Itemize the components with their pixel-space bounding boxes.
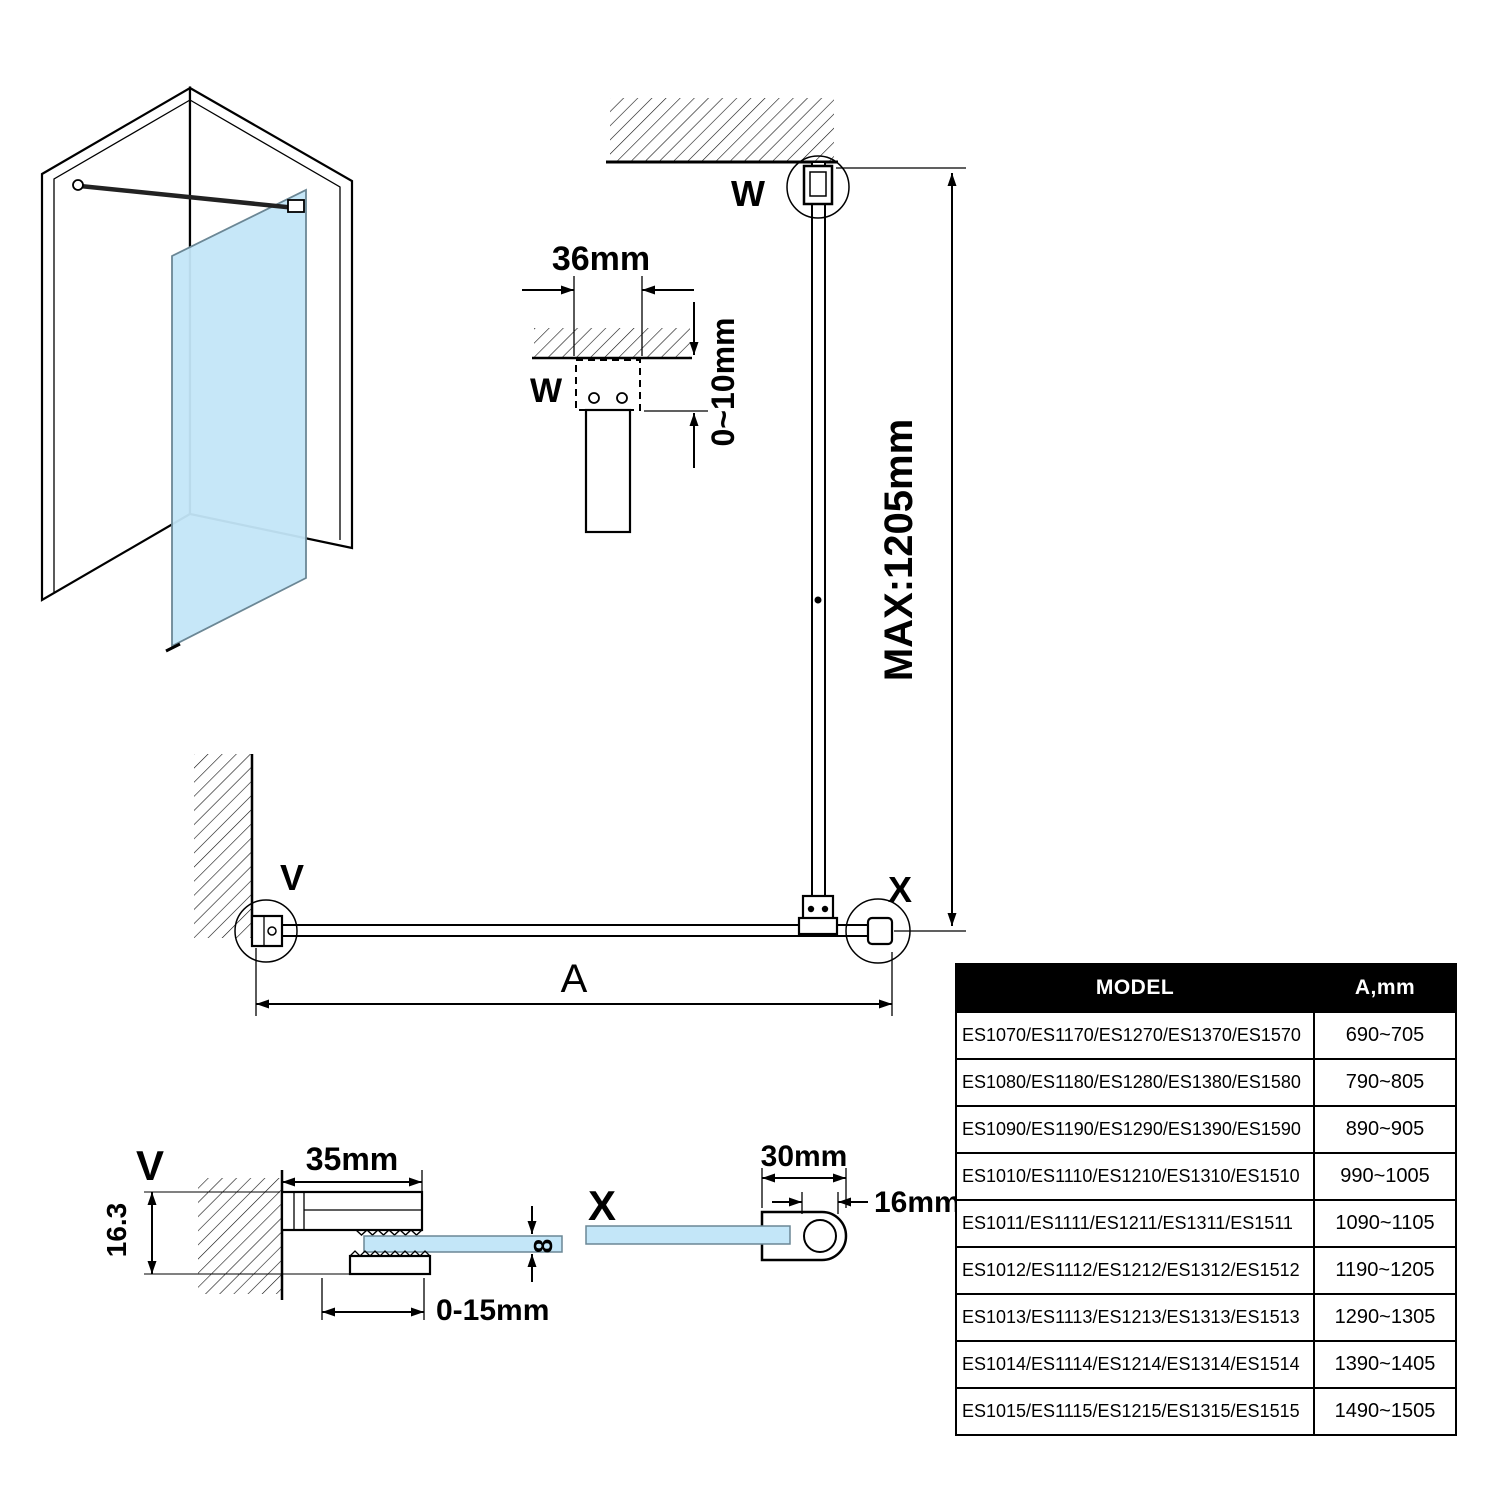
elevation-view: W V X A MAX:1205mm xyxy=(194,98,966,1016)
v-profile-teeth-top xyxy=(355,1229,423,1236)
w-gap-label: 0~10mm xyxy=(705,318,741,447)
a-value-cell: 1090~1105 xyxy=(1313,1199,1457,1248)
x-bar-section xyxy=(803,1219,837,1253)
label-v: V xyxy=(280,857,304,898)
detail-w-view: 36mm W 0~10mm xyxy=(522,240,741,534)
bar-wall-mount xyxy=(72,179,84,191)
table-header-row: MODEL A,mm xyxy=(955,963,1457,1013)
a-dim-label: A xyxy=(561,957,588,1001)
bar-clamp-saddle xyxy=(797,916,839,936)
detail-circle-v xyxy=(234,899,298,963)
label-w: W xyxy=(731,173,765,214)
model-cell: ES1070/ES1170/ES1270/ES1370/ES1570 xyxy=(955,1011,1315,1060)
glass-edge xyxy=(275,924,877,937)
detail-circle-w xyxy=(786,155,850,219)
v-profile-body xyxy=(280,1190,424,1232)
v-width-label: 35mm xyxy=(306,1141,399,1177)
v-adjust-label: 0-15mm xyxy=(436,1294,549,1327)
v-clamp-body xyxy=(348,1254,432,1276)
model-cell: ES1090/ES1190/ES1290/ES1390/ES1590 xyxy=(955,1105,1315,1154)
x-detail-label: X xyxy=(588,1182,616,1229)
glass-end-cap xyxy=(866,916,894,946)
v-wall-hatch xyxy=(198,1178,282,1294)
a-value-cell: 1190~1205 xyxy=(1313,1246,1457,1295)
v-detail-label: V xyxy=(136,1142,164,1189)
a-value-cell: 990~1005 xyxy=(1313,1152,1457,1201)
a-value-cell: 1490~1505 xyxy=(1313,1387,1457,1436)
bar-glass-clamp xyxy=(287,199,305,213)
ceiling-bracket-inner xyxy=(809,171,827,197)
table-row: ES1015/ES1115/ES1215/ES1315/ES1515 1490~… xyxy=(955,1387,1457,1436)
detail-v-view: V 16.3 35mm 8 0-15mm xyxy=(101,1141,563,1327)
clamp-screw-left xyxy=(807,905,815,913)
x-glass xyxy=(585,1225,791,1245)
w-bracket-screw-right xyxy=(616,392,628,404)
max-dim-label: MAX:1205mm xyxy=(877,419,921,681)
w-detail-label: W xyxy=(530,372,563,410)
support-bar-elevation xyxy=(811,161,826,903)
w-bar xyxy=(584,408,632,534)
model-header: MODEL xyxy=(955,963,1315,1013)
w-ceiling-hatch xyxy=(534,328,690,358)
table-row: ES1014/ES1114/ES1214/ES1314/ES1514 1390~… xyxy=(955,1340,1457,1389)
table-row: ES1012/ES1112/ES1212/ES1312/ES1512 1190~… xyxy=(955,1246,1457,1295)
model-cell: ES1011/ES1111/ES1211/ES1311/ES1511 xyxy=(955,1199,1315,1248)
right-wall-thickness xyxy=(189,99,341,540)
wall-profile-screw xyxy=(267,926,277,936)
model-cell: ES1080/ES1180/ES1280/ES1380/ES1580 xyxy=(955,1058,1315,1107)
table-row: ES1090/ES1190/ES1290/ES1390/ES1590 890~9… xyxy=(955,1105,1457,1154)
a-value-cell: 890~905 xyxy=(1313,1105,1457,1154)
a-value-cell: 1390~1405 xyxy=(1313,1340,1457,1389)
model-cell: ES1013/ES1113/ES1213/ES1313/ES1513 xyxy=(955,1293,1315,1342)
a-mm-header: A,mm xyxy=(1313,963,1457,1013)
detail-x-view: X 30mm 16mm xyxy=(585,1140,961,1262)
x-bar-label: 16mm xyxy=(874,1186,961,1219)
isometric-preview xyxy=(40,86,354,653)
a-value-cell: 690~705 xyxy=(1313,1011,1457,1060)
w-width-label: 36mm xyxy=(552,240,650,278)
table-row: ES1080/ES1180/ES1280/ES1380/ES1580 790~8… xyxy=(955,1058,1457,1107)
label-x: X xyxy=(888,869,912,910)
glass-foot xyxy=(165,642,181,653)
model-cell: ES1010/ES1110/ES1210/ES1310/ES1510 xyxy=(955,1152,1315,1201)
model-cell: ES1014/ES1114/ES1214/ES1314/ES1514 xyxy=(955,1340,1315,1389)
clamp-screw-right xyxy=(821,905,829,913)
w-bracket-screw-left xyxy=(588,392,600,404)
x-width-label: 30mm xyxy=(761,1140,848,1173)
wall-profile xyxy=(250,914,284,948)
table-row: ES1010/ES1110/ES1210/ES1310/ES1510 990~1… xyxy=(955,1152,1457,1201)
ceiling-hatch xyxy=(610,98,834,162)
model-cell: ES1015/ES1115/ES1215/ES1315/ES1515 xyxy=(955,1387,1315,1436)
ceiling-bracket xyxy=(802,164,834,206)
bar-set-screw xyxy=(814,596,822,604)
a-value-cell: 1290~1305 xyxy=(1313,1293,1457,1342)
model-cell: ES1012/ES1112/ES1212/ES1312/ES1512 xyxy=(955,1246,1315,1295)
support-bar xyxy=(79,183,297,211)
wall-hatch xyxy=(194,754,252,938)
table-row: ES1011/ES1111/ES1211/ES1311/ES1511 1090~… xyxy=(955,1199,1457,1248)
v-glass xyxy=(363,1235,563,1253)
left-wall xyxy=(40,86,192,602)
a-value-cell: 790~805 xyxy=(1313,1058,1457,1107)
table-row: ES1013/ES1113/ES1213/ES1313/ES1513 1290~… xyxy=(955,1293,1457,1342)
table-row: ES1070/ES1170/ES1270/ES1370/ES1570 690~7… xyxy=(955,1011,1457,1060)
glass-panel xyxy=(171,188,307,648)
v-depth-label: 16.3 xyxy=(101,1203,132,1258)
left-wall-thickness xyxy=(53,99,191,592)
model-spec-table: MODEL A,mm ES1070/ES1170/ES1270/ES1370/E… xyxy=(955,963,1457,1436)
w-bracket-plate xyxy=(575,359,641,411)
v-glass-thickness-label: 8 xyxy=(528,1239,558,1253)
